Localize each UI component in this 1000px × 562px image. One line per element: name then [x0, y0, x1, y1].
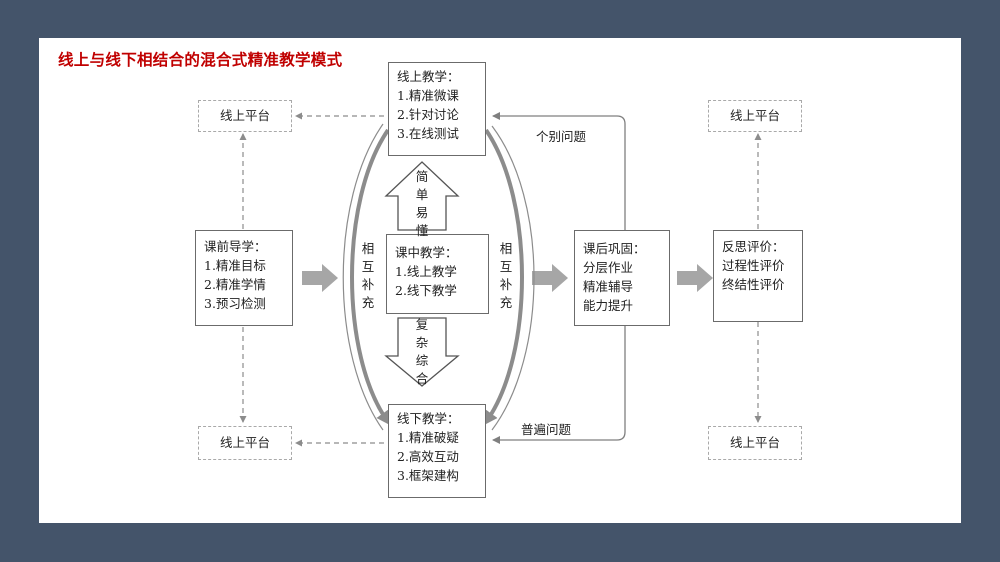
pre-class-box: 课前导学： 1.精准目标 2.精准学情 3.预习检测	[195, 230, 293, 326]
online-item: 3.在线测试	[397, 126, 459, 141]
post-class-heading: 课后巩固：	[583, 241, 646, 256]
platform-box-top-left: 线上平台	[198, 100, 292, 132]
slide-canvas	[39, 38, 961, 523]
pre-class-heading: 课前导学：	[204, 239, 267, 254]
flow-arrow	[302, 264, 713, 292]
common-issue-label: 普遍问题	[521, 422, 572, 437]
reflection-item: 过程性评价	[722, 258, 785, 273]
offline-item: 1.精准破疑	[397, 430, 459, 445]
in-class-item: 1.线上教学	[395, 264, 457, 279]
in-class-item: 2.线下教学	[395, 283, 457, 298]
online-teaching-heading: 线上教学：	[397, 69, 460, 84]
in-class-box: 课中教学： 1.线上教学 2.线下教学	[386, 234, 489, 314]
offline-teaching-box: 线下教学： 1.精准破疑 2.高效互动 3.框架建构	[388, 404, 486, 498]
mutual-arc	[342, 123, 535, 431]
feedback-line	[492, 112, 626, 444]
complex-label: 复杂综合	[415, 317, 429, 386]
platform-box-bottom-left: 线上平台	[198, 426, 292, 460]
post-class-box: 课后巩固： 分层作业 精准辅导 能力提升	[574, 230, 670, 326]
online-item: 1.精准微课	[397, 88, 459, 103]
pre-class-item: 1.精准目标	[204, 258, 266, 273]
platform-box-bottom-right: 线上平台	[708, 426, 802, 460]
reflection-box: 反思评价： 过程性评价 终结性评价	[713, 230, 803, 322]
online-teaching-box: 线上教学： 1.精准微课 2.针对讨论 3.在线测试	[388, 62, 486, 156]
in-class-heading: 课中教学：	[395, 245, 458, 260]
mutual-label-left: 相互补充	[361, 241, 375, 310]
post-class-item: 精准辅导	[583, 279, 634, 294]
simple-complex-arrow	[384, 161, 460, 387]
post-class-item: 能力提升	[583, 298, 634, 313]
pre-class-item: 2.精准学情	[204, 277, 266, 292]
offline-item: 3.框架建构	[397, 468, 459, 483]
mutual-label-right: 相互补充	[499, 241, 513, 310]
dashed-connector-left	[239, 112, 384, 447]
page-title: 线上与线下相结合的混合式精准教学模式	[58, 51, 343, 69]
reflection-heading: 反思评价：	[722, 239, 785, 254]
online-item: 2.针对讨论	[397, 107, 459, 122]
reflection-item: 终结性评价	[722, 277, 785, 292]
individual-issue-label: 个别问题	[536, 129, 587, 144]
platform-box-top-right: 线上平台	[708, 100, 802, 132]
offline-teaching-heading: 线下教学：	[397, 411, 460, 426]
offline-item: 2.高效互动	[397, 449, 459, 464]
post-class-item: 分层作业	[583, 260, 634, 275]
simple-label: 简单易懂	[415, 169, 429, 238]
pre-class-item: 3.预习检测	[204, 296, 266, 311]
